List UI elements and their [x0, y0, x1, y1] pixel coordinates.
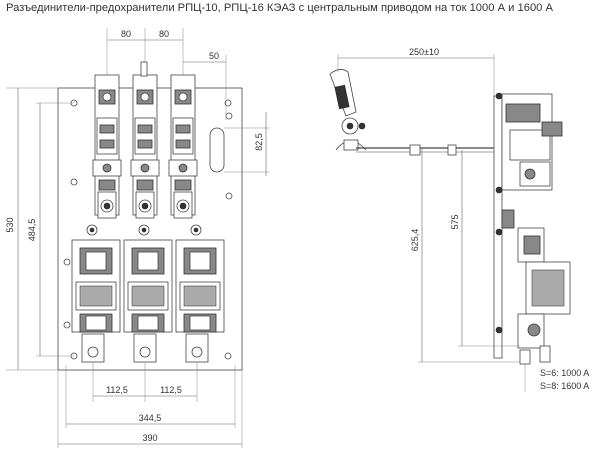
dim-width-total: 390 — [142, 433, 157, 443]
dim-height-inner: 484,5 — [27, 219, 37, 242]
dim-side-height-1: 625,4 — [410, 229, 420, 252]
diagram-title: Разъединители-предохранители РПЦ-10, РПЦ… — [6, 2, 553, 14]
pole-2 — [123, 61, 173, 363]
note-s6: S=6: 1000 A — [540, 368, 589, 378]
dim-top-pitch-1: 80 — [121, 29, 131, 39]
dim-side-height-2: 575 — [450, 214, 460, 229]
dim-pitch-bottom-1: 112,5 — [106, 385, 128, 395]
dim-pitch-bottom-2: 112,5 — [160, 385, 182, 395]
dim-width-inner: 344,5 — [139, 413, 162, 423]
dim-height-total: 530 — [5, 217, 15, 232]
side-dimensions: 250±10 625,4 575 S=6: 1000 A S=8: 1600 A — [337, 47, 589, 391]
slot — [209, 127, 225, 173]
note-s8: S=8: 1600 A — [540, 381, 589, 391]
side-view — [329, 69, 571, 392]
pole-1 — [63, 74, 122, 363]
front-dimensions: 80 80 50 82,5 530 484,5 112,5 112,5 344,… — [5, 28, 270, 448]
dim-handle-reach: 250±10 — [409, 47, 439, 57]
dim-slot: 82,5 — [254, 133, 264, 151]
front-view — [57, 61, 243, 371]
dim-top-pitch-2: 80 — [159, 29, 169, 39]
dim-top-offset: 50 — [209, 51, 219, 61]
pole-3 — [168, 74, 225, 363]
